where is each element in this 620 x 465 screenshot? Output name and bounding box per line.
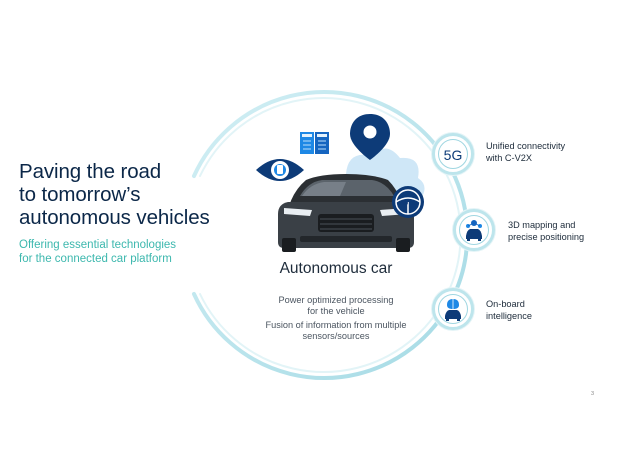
center-title: Autonomous car <box>279 260 393 277</box>
feature-mapping: 3D mapping and precise positioning <box>508 220 584 243</box>
slide-subtitle: Offering essential technologies for the … <box>19 238 249 266</box>
subtitle-line: for the connected car platform <box>19 253 172 265</box>
title-line: to tomorrow’s <box>19 183 141 206</box>
feature-line: 3D mapping and <box>508 220 576 230</box>
title-line: autonomous vehicles <box>19 206 210 229</box>
title-line: Paving the road <box>19 160 162 183</box>
slide-title: Paving the road to tomorrow’s autonomous… <box>19 160 249 229</box>
feature-line: On-board <box>486 299 525 309</box>
center-description-fusion: Fusion of information from multiple sens… <box>246 320 426 342</box>
description-line: for the vehicle <box>307 306 365 316</box>
description-line: sensors/sources <box>302 331 370 341</box>
feature-connectivity: Unified connectivity with C-V2X <box>486 141 565 164</box>
center-description-processing: Power optimized processing for the vehic… <box>246 295 426 317</box>
location-pin-icon <box>350 114 390 160</box>
feature-line: precise positioning <box>508 231 585 242</box>
5g-icon: 5G <box>432 133 474 175</box>
3d-mapping-car-icon <box>453 209 495 251</box>
feature-line: with C-V2X <box>486 152 532 163</box>
data-documents-icon <box>300 132 329 154</box>
eye-icon <box>256 159 304 181</box>
5g-icon-label: 5G <box>444 147 463 163</box>
brain-car-icon <box>432 288 474 330</box>
page-number: 3 <box>591 391 595 397</box>
feature-line: intelligence <box>486 310 532 321</box>
subtitle-line: Offering essential technologies <box>19 239 177 251</box>
description-line: Fusion of information from multiple <box>265 320 407 330</box>
feature-intelligence: On-board intelligence <box>486 299 532 322</box>
car-icon <box>278 174 414 252</box>
description-line: Power optimized processing <box>278 295 394 305</box>
auto-steering-icon <box>392 186 424 218</box>
feature-line: Unified connectivity <box>486 141 566 151</box>
auto-badge-label: AUTO <box>400 201 417 207</box>
